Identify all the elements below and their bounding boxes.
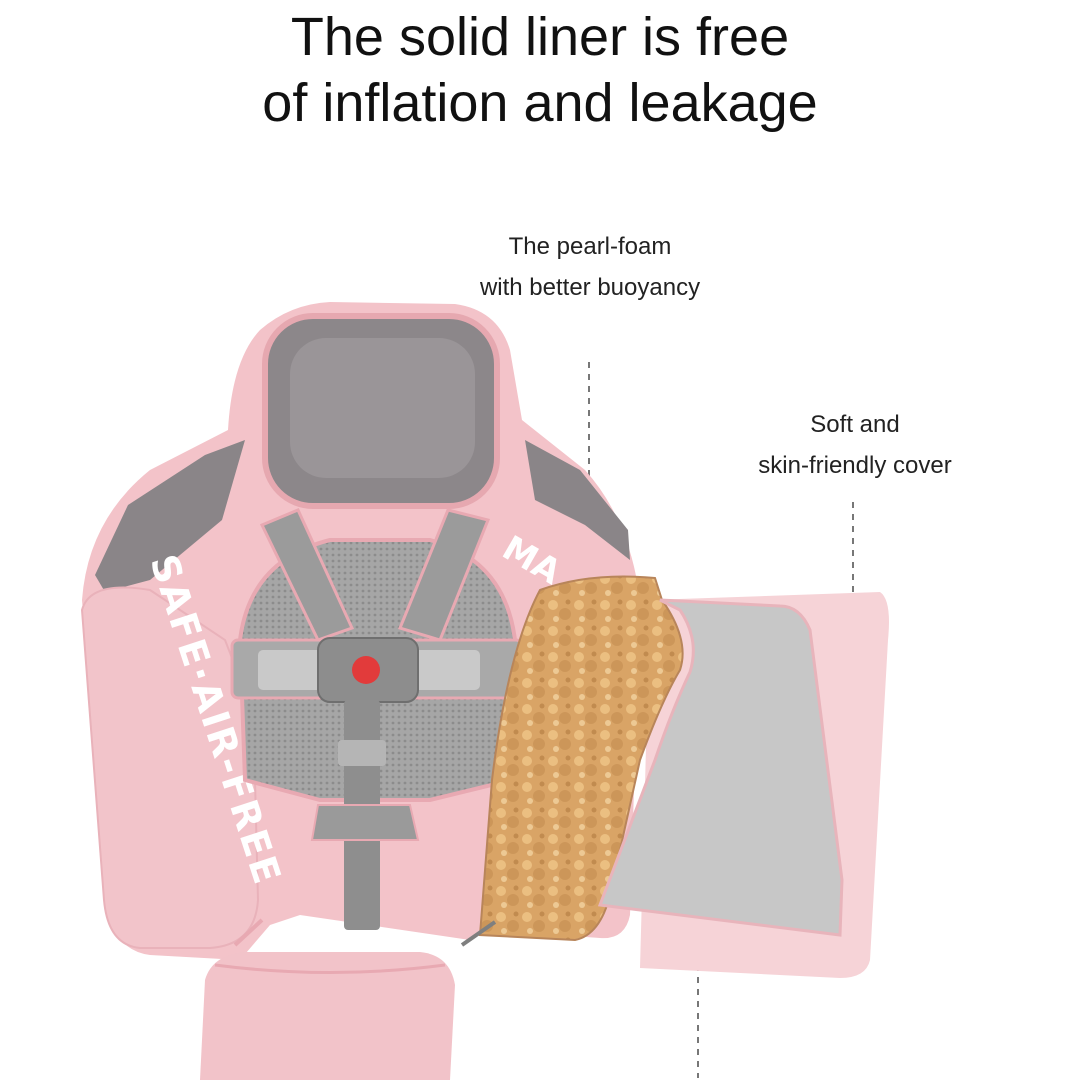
- gray-panel-right: [525, 440, 630, 560]
- callout-pearl-foam: The pearl-foam with better buoyancy: [440, 226, 740, 308]
- solid-liner-layer: [597, 598, 844, 937]
- callout-soft-cover-line-1: Soft and: [810, 411, 900, 438]
- callout-pearl-foam-line-2: with better buoyancy: [479, 274, 701, 301]
- headline-line-2: of inflation and leakage: [262, 73, 818, 133]
- headline: The solid liner is free of inflation and…: [0, 0, 1080, 136]
- seat-cushion: [200, 952, 455, 1080]
- shoulder-strap-left: [259, 508, 355, 642]
- headline-line-1: The solid liner is free: [290, 7, 790, 67]
- gray-panel-left: [95, 440, 245, 592]
- callout-pearl-foam-line-1: The pearl-foam: [508, 233, 672, 260]
- callout-soft-cover-line-2: skin-friendly cover: [758, 452, 952, 479]
- callout-soft-cover: Soft and skin-friendly cover: [720, 404, 990, 486]
- buckle-red-button: [352, 656, 380, 684]
- pearl-foam-layer: [478, 575, 684, 942]
